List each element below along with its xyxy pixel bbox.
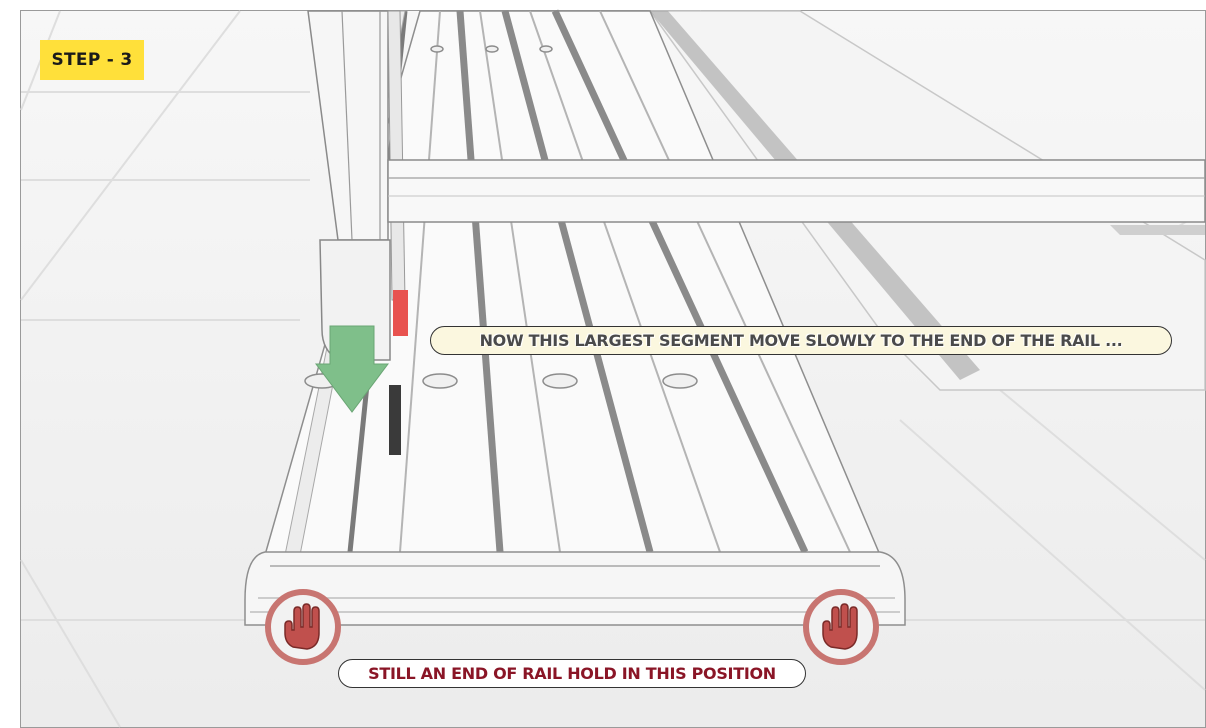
- stop-hand-icon: [803, 589, 879, 665]
- crossbar: [388, 160, 1205, 222]
- stop-hand-icon: [265, 589, 341, 665]
- step-badge: STEP - 3: [40, 40, 144, 80]
- red-marker: [393, 290, 408, 336]
- dark-marker: [389, 385, 401, 455]
- move-instruction: NOW THIS LARGEST SEGMENT MOVE SLOWLY TO …: [430, 326, 1172, 355]
- hold-instruction: STILL AN END OF RAIL HOLD IN THIS POSITI…: [338, 659, 806, 688]
- platform-step: [1110, 225, 1205, 235]
